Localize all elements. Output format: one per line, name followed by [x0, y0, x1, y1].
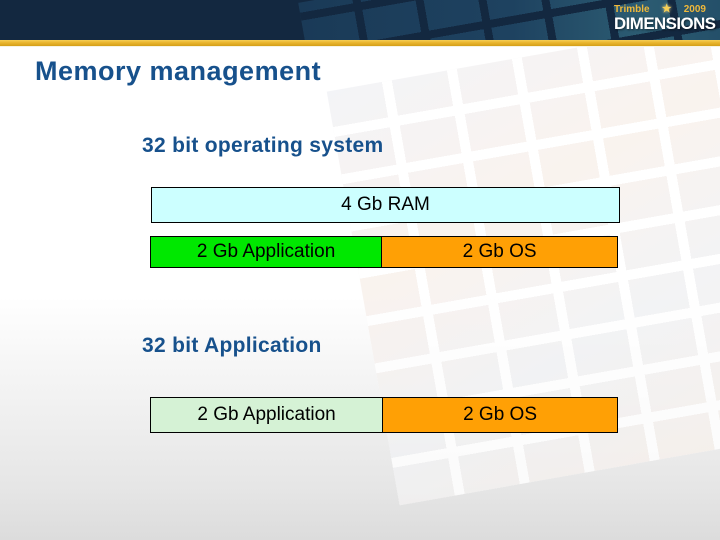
- logo-year: 2009: [683, 3, 706, 15]
- logo-top-row: Trimble ★ 2009: [614, 4, 706, 15]
- app-application-segment: 2 Gb Application: [150, 397, 384, 433]
- logo-brand: Trimble: [614, 3, 650, 15]
- trimble-dimensions-logo: Trimble ★ 2009 DIMENSIONS: [614, 4, 716, 33]
- os-application-segment: 2 Gb Application: [150, 236, 383, 268]
- gold-divider: [0, 40, 720, 47]
- logo-product: DIMENSIONS: [614, 15, 716, 33]
- ram-total-bar: 4 Gb RAM: [151, 187, 620, 223]
- header-bar: [0, 0, 720, 40]
- section-heading-os: 32 bit operating system: [142, 134, 384, 157]
- application-memory-row: 2 Gb Application 2 Gb OS: [150, 397, 620, 433]
- section-heading-application: 32 bit Application: [142, 334, 322, 357]
- app-os-segment: 2 Gb OS: [381, 397, 619, 433]
- os-memory-row: 2 Gb Application 2 Gb OS: [150, 236, 620, 268]
- starburst-icon: ★: [661, 3, 672, 15]
- os-os-segment: 2 Gb OS: [380, 236, 619, 268]
- slide-title: Memory management: [35, 56, 322, 86]
